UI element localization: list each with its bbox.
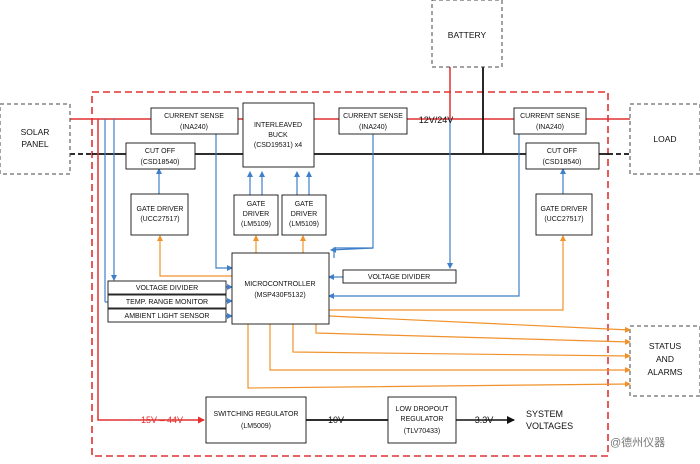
- gd-buck2-line2: DRIVER: [291, 211, 317, 218]
- bus-voltage-label: 12V/24V: [419, 115, 454, 125]
- current-sense-mid-title: CURRENT SENSE: [343, 113, 403, 120]
- voltage-divider-right: VOLTAGE DIVIDER: [342, 269, 457, 284]
- gd-buck2-line1: GATE: [295, 201, 314, 208]
- gate-driver-left-part: (UCC27517): [140, 216, 179, 223]
- system-voltages-line2: VOLTAGES: [526, 421, 573, 431]
- gd-buck1-line3: (LM5109): [241, 221, 271, 228]
- current-sense-mid: CURRENT SENSE (INA240): [338, 107, 408, 135]
- gd-buck2-line3: (LM5109): [289, 221, 319, 228]
- vdiv-left-label: VOLTAGE DIVIDER: [136, 285, 198, 292]
- cutoff-right: CUT OFF (CSD18540): [525, 142, 600, 170]
- input-range-label: 15V – 44V: [141, 415, 183, 425]
- temp-monitor-label: TEMP. RANGE MONITOR: [126, 299, 208, 306]
- cutoff-right-title: CUT OFF: [547, 148, 577, 155]
- current-sense-mid-part: (INA240): [359, 124, 387, 131]
- mcu-part: (MSP430F5132): [254, 292, 305, 299]
- gd-buck1-line2: DRIVER: [243, 211, 269, 218]
- buck-line1: INTERLEAVED: [254, 122, 302, 129]
- solar-panel-line2: PANEL: [21, 139, 49, 149]
- system-boundary: [91, 91, 609, 457]
- ldo-line2: REGULATOR: [401, 416, 444, 423]
- current-sense-left-part: (INA240): [180, 124, 208, 131]
- v33-label: 3.3V: [475, 415, 494, 425]
- status-line1: STATUS: [649, 341, 682, 351]
- current-sense-right-part: (INA240): [536, 124, 564, 131]
- interleaved-buck: INTERLEAVED BUCK (CSD19531) x4: [242, 102, 315, 168]
- switching-regulator: SWITCHING REGULATOR (LM5009): [205, 396, 307, 444]
- cutoff-left-title: CUT OFF: [145, 148, 175, 155]
- solar-panel-box: SOLAR PANEL: [0, 103, 71, 175]
- battery-box: BATTERY: [431, 0, 503, 68]
- gate-driver-right: GATE DRIVER (UCC27517): [535, 193, 593, 236]
- ldo-line3: (TLV70433): [404, 428, 440, 435]
- switching-reg-title: SWITCHING REGULATOR: [214, 411, 299, 418]
- system-voltages: SYSTEM VOLTAGES: [526, 409, 573, 431]
- ldo-line1: LOW DROPOUT: [396, 406, 450, 413]
- cutoff-left: CUT OFF (CSD18540): [125, 142, 196, 170]
- gate-driver-left-title: GATE DRIVER: [137, 206, 184, 213]
- sense-lines: [104, 119, 566, 319]
- solar-panel-line1: SOLAR: [21, 127, 50, 137]
- sensor-list-left: VOLTAGE DIVIDER TEMP. RANGE MONITOR AMBI…: [107, 280, 227, 323]
- status-line2: AND: [656, 354, 674, 364]
- gate-driver-right-title: GATE DRIVER: [541, 206, 588, 213]
- gate-driver-right-part: (UCC27517): [544, 216, 583, 223]
- switching-reg-part: (LM5009): [241, 423, 271, 430]
- current-sense-right-title: CURRENT SENSE: [520, 113, 580, 120]
- light-sensor-label: AMBIENT LIGHT SENSOR: [125, 313, 210, 320]
- gd-buck1-line1: GATE: [247, 201, 266, 208]
- microcontroller: MICROCONTROLLER (MSP430F5132): [231, 252, 330, 325]
- v10-label: 10V: [328, 415, 344, 425]
- load-box: LOAD: [629, 103, 700, 175]
- current-sense-left: CURRENT SENSE (INA240): [150, 107, 239, 135]
- watermark: @德州仪器: [610, 435, 665, 449]
- status-alarms-box: STATUS AND ALARMS: [629, 325, 700, 397]
- status-line3: ALARMS: [648, 367, 683, 377]
- buck-line2: BUCK: [268, 132, 288, 139]
- cutoff-right-part: (CSD18540): [543, 159, 582, 166]
- current-sense-left-title: CURRENT SENSE: [164, 113, 224, 120]
- control-lines: [157, 235, 631, 389]
- regulator-chain: [97, 119, 515, 424]
- vdiv-right-label: VOLTAGE DIVIDER: [368, 274, 430, 281]
- load-label: LOAD: [653, 134, 676, 144]
- buck-line3: (CSD19531) x4: [254, 142, 302, 149]
- current-sense-right: CURRENT SENSE (INA240): [513, 107, 587, 135]
- gate-driver-buck-2: GATE DRIVER (LM5109): [281, 194, 327, 236]
- system-voltages-line1: SYSTEM: [526, 409, 563, 419]
- cutoff-left-part: (CSD18540): [141, 159, 180, 166]
- ldo-regulator: LOW DROPOUT REGULATOR (TLV70433): [387, 396, 457, 444]
- gate-driver-left: GATE DRIVER (UCC27517): [130, 193, 189, 236]
- battery-label: BATTERY: [448, 30, 487, 40]
- mcu-title: MICROCONTROLLER: [244, 281, 315, 288]
- gate-driver-buck-1: GATE DRIVER (LM5109): [233, 194, 279, 236]
